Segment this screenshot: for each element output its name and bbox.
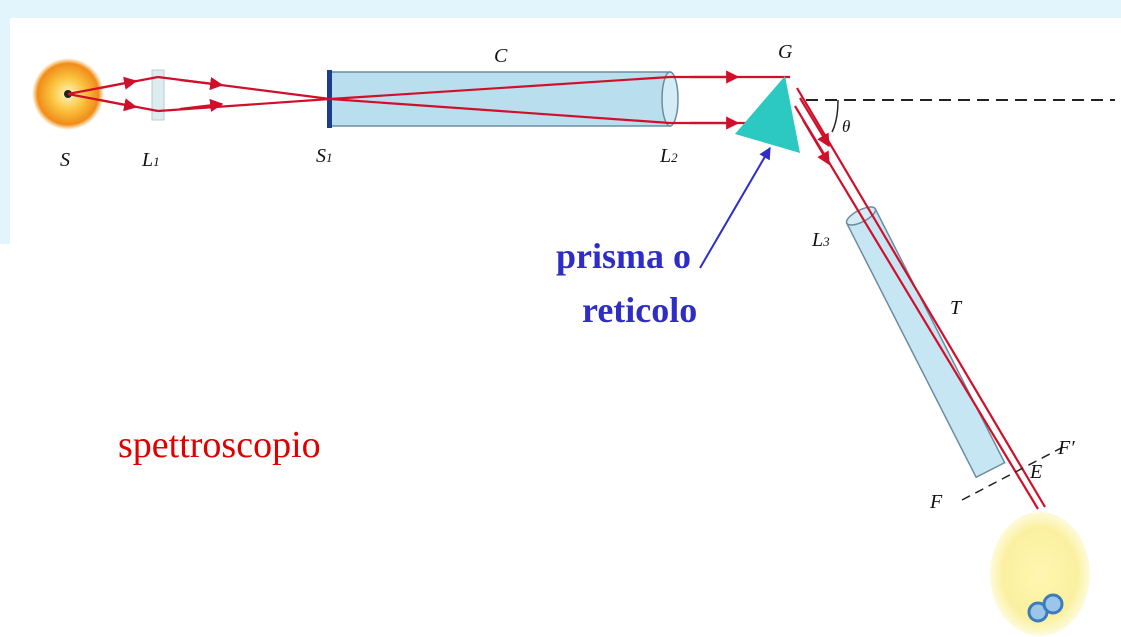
eye-icon [1027,593,1064,623]
annotation-line-1: prisma o [556,236,691,276]
diagram-caption: spettroscopio [118,424,321,466]
annotation-arrow [699,146,771,269]
label-lens-l1: L1 [142,150,160,170]
telescope-tube [845,206,1006,479]
label-collimator: C [494,45,508,67]
annotation-line-2: reticolo [582,290,698,330]
label-lens-l2: L2 [660,146,678,166]
label-angle: θ [842,117,851,136]
incident-rays [67,70,790,130]
label-focal-right: F′ [1058,437,1075,459]
lens-l2 [661,71,679,127]
label-slit-s1: S1 [316,146,333,166]
label-lens-l3-text: L [812,229,824,251]
label-telescope: T [950,297,962,319]
label-lens-l2-text: L [660,145,672,167]
angle-arc [831,99,839,133]
label-slit-text: S [316,145,326,167]
lens-l1 [151,69,165,121]
label-slit-sub: 1 [326,150,333,165]
focal-plane [961,445,1066,501]
prism-grating [735,76,800,153]
label-lens-l3: L3 [812,230,830,250]
diffracted-rays [794,87,1046,510]
label-grating: G [778,41,793,63]
label-lens-l2-sub: 2 [671,150,678,165]
label-eyepiece: E [1030,461,1043,483]
eye-glow [990,512,1090,636]
label-source: S [60,149,70,171]
label-lens-l3-sub: 3 [823,234,830,249]
label-focal-left: F [930,491,943,513]
label-lens-l1-sub: 1 [153,154,160,169]
label-lens-l1-text: L [142,149,154,171]
